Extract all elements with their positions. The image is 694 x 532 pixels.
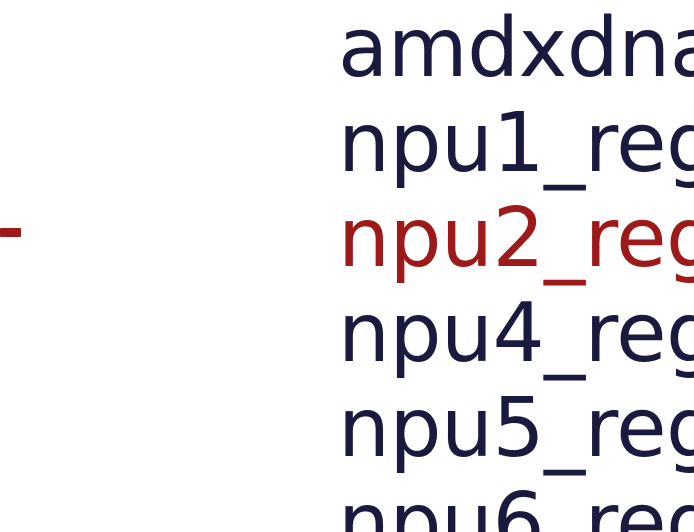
code-text-column: amdxdna_u npu1_regs npu2_regs npu4_regs … bbox=[338, 0, 694, 532]
code-line[interactable]: npu5_regs bbox=[338, 381, 694, 476]
code-line[interactable]: npu2_regs bbox=[338, 191, 694, 286]
diff-gutter bbox=[0, 0, 338, 532]
code-line[interactable]: npu1_regs bbox=[338, 96, 694, 191]
removed-line-marker-icon bbox=[0, 228, 21, 237]
code-line[interactable]: npu6_regs bbox=[338, 476, 694, 532]
code-line[interactable]: npu4_regs bbox=[338, 286, 694, 381]
code-line[interactable]: amdxdna_u bbox=[338, 1, 694, 96]
